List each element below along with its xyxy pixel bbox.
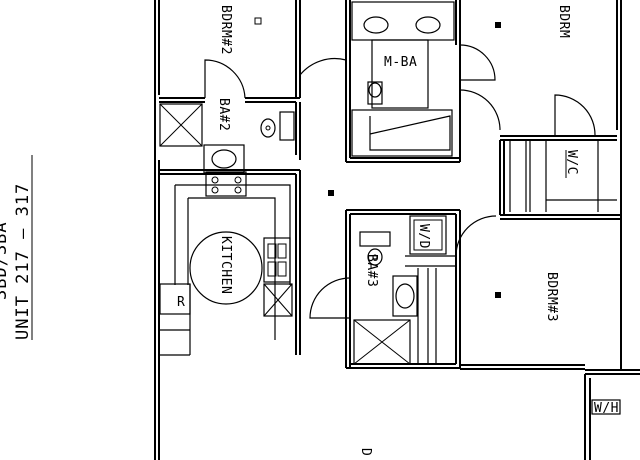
bedroom-3-label: BDRM#3 — [544, 272, 559, 322]
walk-in-closet-label: W/C — [564, 150, 579, 175]
bath-2: BA#2 — [159, 98, 301, 174]
master-bath-label: M-BA — [384, 55, 417, 70]
water-heater-label: W/H — [594, 401, 619, 416]
water-heater: W/H — [591, 399, 621, 416]
bath-3: BA#3 — [309, 210, 461, 369]
master-bedroom: BDRM — [459, 5, 617, 141]
hall-marker — [328, 190, 334, 196]
refrigerator-label: R — [177, 295, 185, 310]
bath-2-label: BA#2 — [216, 98, 231, 131]
walk-in-closet: W/C — [499, 140, 621, 220]
dining: D — [358, 448, 373, 456]
kitchen: KITCHEN R — [159, 169, 301, 356]
exterior-walls — [154, 0, 640, 460]
bath-3-label: BA#3 — [364, 254, 379, 287]
dining-label: D — [358, 448, 373, 456]
unit-type: 3BD/3BA — [0, 221, 11, 300]
bedroom-2: BDRM#2 — [159, 0, 301, 103]
unit-title: UNIT 217 – 317 — [13, 183, 33, 340]
hall-door-swing — [299, 57, 347, 98]
master-bath: M-BA — [345, 0, 496, 163]
washer-dryer-label: W/D — [416, 224, 431, 249]
unit-title-group: UNIT 217 – 317 — [13, 155, 33, 340]
bedroom-3: BDRM#3 — [460, 272, 585, 370]
unit-type-group: 3BD/3BA — [0, 221, 11, 300]
kitchen-label: KITCHEN — [218, 236, 233, 294]
master-bedroom-label: BDRM — [556, 5, 571, 38]
bedroom-2-label: BDRM#2 — [218, 5, 233, 55]
